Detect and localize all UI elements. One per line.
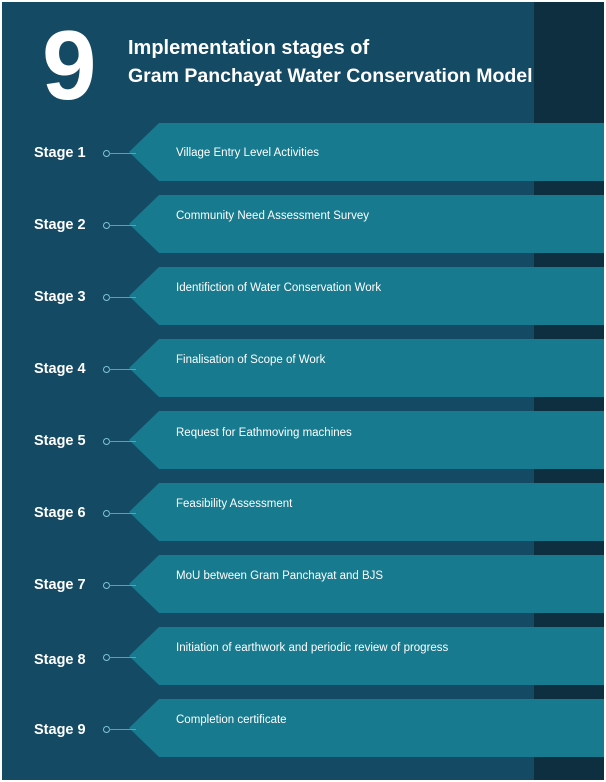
stage-row-4: Stage 4 Finalisation of Scope of Work (2, 339, 604, 399)
connector-line (109, 297, 136, 298)
stage-row-6: Stage 6 Feasibility Assessment (2, 483, 604, 543)
stage-description: Request for Eathmoving machines (176, 427, 352, 439)
stage-description: Identifiction of Water Conservation Work (176, 282, 382, 294)
big-number: 9 (42, 10, 96, 120)
stage-banner (129, 267, 604, 325)
title-line-2: Gram Panchayat Water Conservation Model (128, 65, 533, 87)
connector-line (109, 729, 136, 730)
stage-row-2: Stage 2 Community Need Assessment Survey (2, 195, 604, 255)
stage-label: Stage 1 (34, 145, 86, 161)
stage-banner (129, 123, 604, 181)
stage-label: Stage 5 (34, 433, 86, 449)
stage-label: Stage 2 (34, 217, 86, 233)
stage-label: Stage 3 (34, 289, 86, 305)
stage-banner (129, 555, 604, 613)
stage-row-7: Stage 7 MoU between Gram Panchayat and B… (2, 555, 604, 615)
stage-description: Completion certificate (176, 714, 287, 726)
stage-row-1: Stage 1 Village Entry Level Activities (2, 123, 604, 183)
connector-line (109, 657, 136, 658)
stage-label: Stage 6 (34, 505, 86, 521)
stage-description: MoU between Gram Panchayat and BJS (176, 570, 384, 582)
connector-line (109, 585, 136, 586)
title-line-1: Implementation stages of (128, 37, 370, 59)
stage-banner (129, 339, 604, 397)
stage-label: Stage 9 (34, 722, 86, 738)
stage-banner (129, 195, 604, 253)
stage-row-9: Stage 9 Completion certificate (2, 699, 604, 759)
stage-banner (129, 627, 604, 685)
stage-row-8: Stage 8 Initiation of earthwork and peri… (2, 627, 604, 687)
connector-line (109, 513, 136, 514)
stage-label: Stage 4 (34, 361, 86, 377)
stage-description: Feasibility Assessment (176, 498, 293, 510)
stage-banner (129, 411, 604, 469)
connector-line (109, 441, 136, 442)
stage-label: Stage 8 (34, 652, 86, 668)
stage-description: Initiation of earthwork and periodic rev… (176, 642, 449, 654)
stage-description: Finalisation of Scope of Work (176, 354, 326, 366)
stage-description: Community Need Assessment Survey (176, 210, 370, 222)
connector-line (109, 369, 136, 370)
stage-banner (129, 483, 604, 541)
stage-label: Stage 7 (34, 577, 86, 593)
stage-row-5: Stage 5 Request for Eathmoving machines (2, 411, 604, 471)
connector-line (109, 225, 136, 226)
stage-row-3: Stage 3 Identifiction of Water Conservat… (2, 267, 604, 327)
connector-line (109, 153, 136, 154)
stage-banner (129, 699, 604, 757)
stage-description: Village Entry Level Activities (176, 147, 319, 159)
